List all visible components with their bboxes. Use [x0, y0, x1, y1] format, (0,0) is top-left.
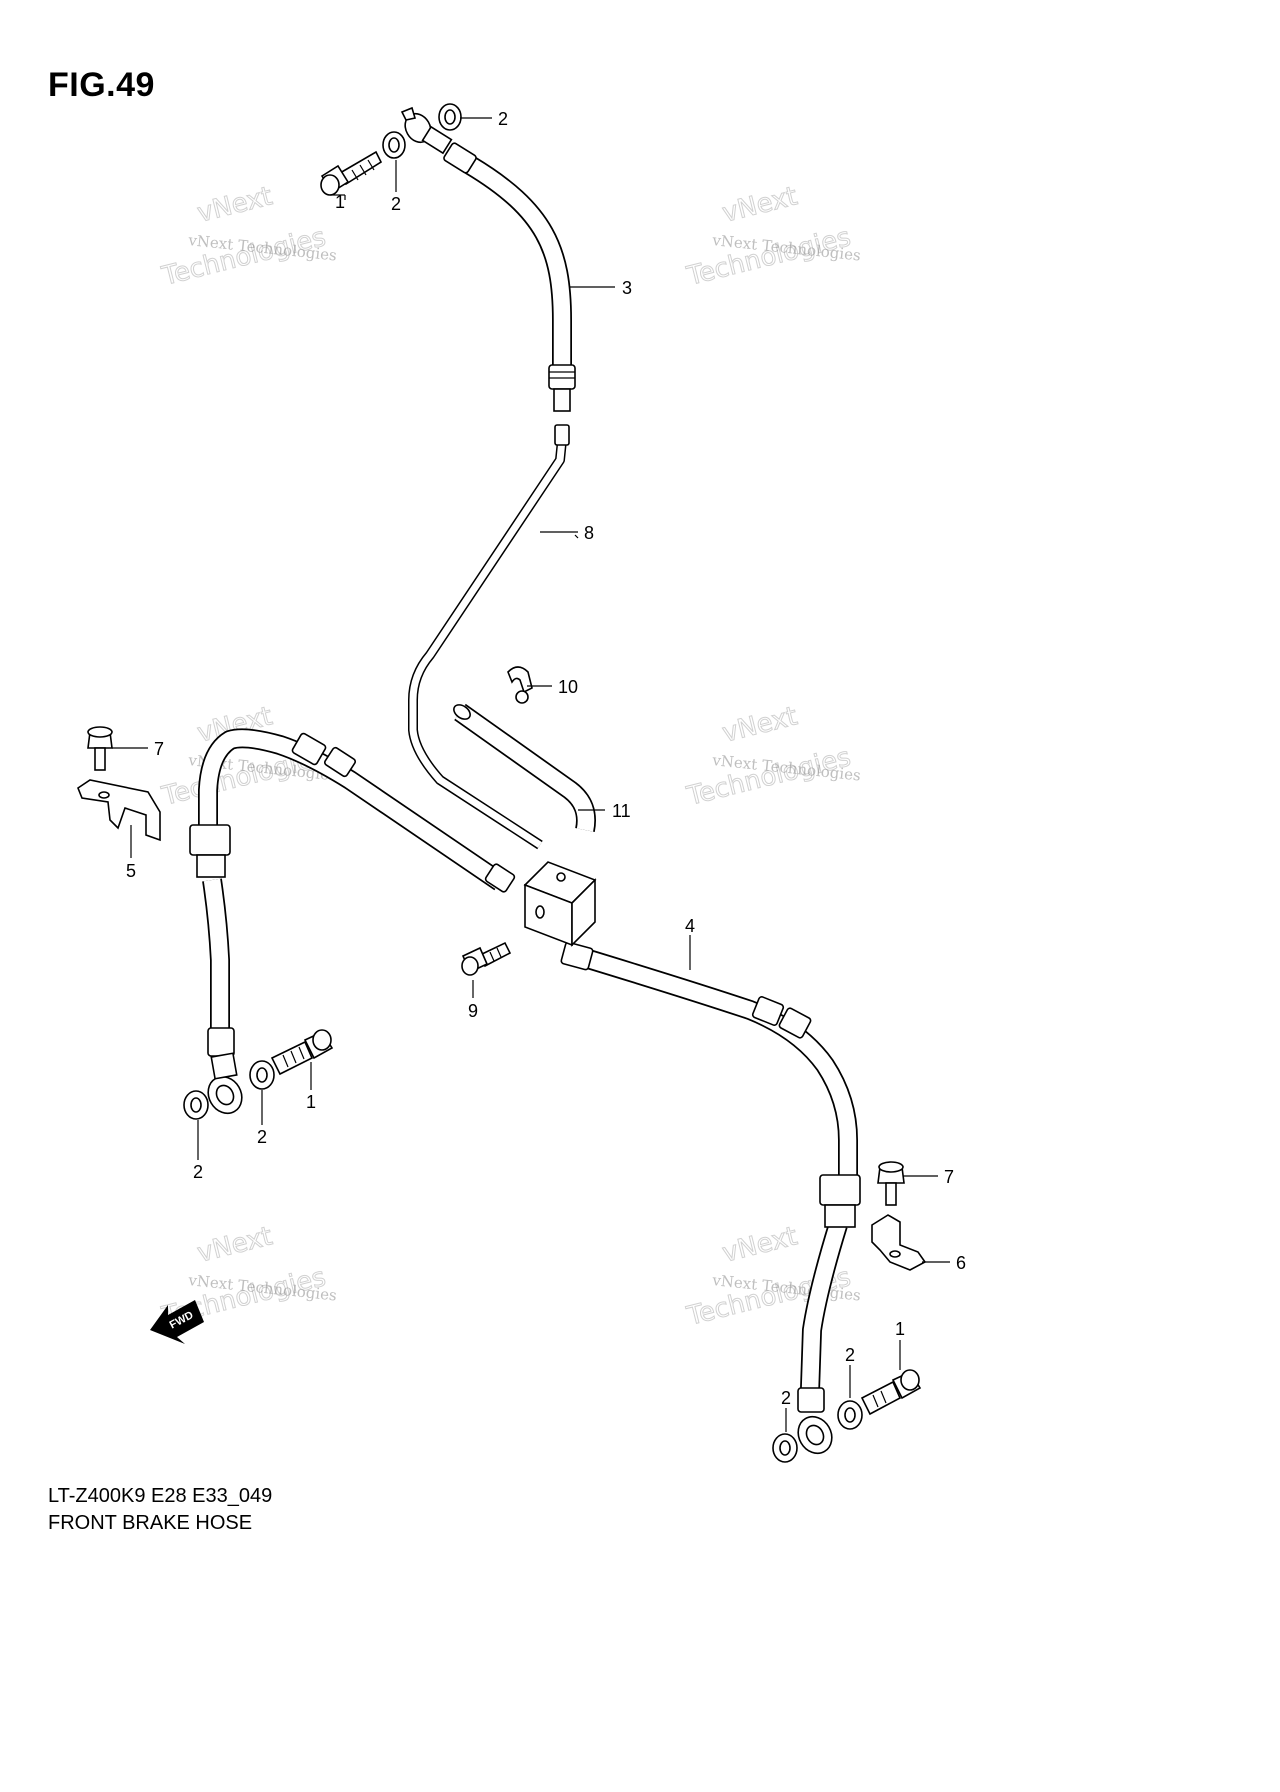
- figure-name: FRONT BRAKE HOSE: [48, 1512, 253, 1534]
- svg-text:vNext: vNext: [194, 181, 275, 228]
- bracket-bolt-right: [877, 1161, 905, 1206]
- svg-text:vNext: vNext: [719, 701, 800, 748]
- watermark-top-right: vNext Technologies vNext Technologies: [683, 181, 862, 293]
- right-brake-hose: [560, 941, 861, 1455]
- banjo-washer-left-1: [183, 1090, 209, 1120]
- callout-5: 5: [126, 861, 136, 881]
- banjo-washer-top-left: [382, 131, 406, 159]
- brake-pipe: [408, 424, 570, 850]
- joint-bolt: [461, 941, 512, 976]
- upper-brake-hose: [400, 106, 576, 412]
- callout-8: 8: [584, 523, 594, 543]
- figure-title: FIG.49: [48, 66, 155, 104]
- callout-2-top-left: 2: [391, 194, 401, 214]
- hose-bracket-left: [77, 779, 161, 842]
- watermark-top-left: vNext Technologies vNext Technologies: [158, 181, 338, 293]
- callout-1-left: 1: [306, 1092, 316, 1112]
- callout-2-left-b: 2: [193, 1162, 203, 1182]
- callout-2-right-a: 2: [845, 1345, 855, 1365]
- svg-text:vNext: vNext: [719, 1221, 800, 1268]
- callout-numbers: 1 2 2 3 8 10 7 5 11 4 9 1 2 2 7 6 1 2 2: [126, 109, 966, 1408]
- callout-11: 11: [612, 801, 631, 821]
- pipe-clamp: [507, 666, 533, 704]
- callout-6: 6: [956, 1253, 966, 1273]
- hose-bracket-right: [871, 1214, 927, 1271]
- callout-7-right: 7: [944, 1167, 954, 1187]
- union-bolt-left: [270, 1029, 334, 1076]
- hose-protector: [453, 703, 596, 832]
- callout-1-right: 1: [895, 1319, 905, 1339]
- callout-10: 10: [558, 677, 578, 697]
- fwd-arrow-icon: FWD: [150, 1300, 204, 1344]
- callout-9: 9: [468, 1001, 478, 1021]
- union-bolt-top: [320, 150, 383, 196]
- three-way-joint: [523, 861, 597, 947]
- union-bolt-right: [860, 1369, 922, 1416]
- left-brake-hose: [189, 728, 516, 1115]
- svg-text:vNext: vNext: [194, 1221, 275, 1268]
- callout-2-left-a: 2: [257, 1127, 267, 1147]
- callout-4: 4: [685, 916, 695, 936]
- svg-text:vNext: vNext: [719, 181, 800, 228]
- banjo-washer-left-2: [249, 1060, 275, 1090]
- banjo-washer-top-right: [438, 103, 462, 131]
- callout-7-left: 7: [154, 739, 164, 759]
- callout-1-top: 1: [335, 192, 345, 212]
- callout-2-right-b: 2: [781, 1388, 791, 1408]
- banjo-washer-right-1: [772, 1433, 798, 1463]
- callout-2-top-right: 2: [498, 109, 508, 129]
- model-code: LT-Z400K9 E28 E33_049: [48, 1485, 273, 1507]
- banjo-washer-right-2: [837, 1400, 863, 1430]
- callout-3: 3: [622, 278, 632, 298]
- bracket-bolt-left: [87, 726, 113, 771]
- watermark-mid-right: vNext Technologies vNext Technologies: [683, 701, 862, 813]
- leader-lines: [112, 117, 950, 1432]
